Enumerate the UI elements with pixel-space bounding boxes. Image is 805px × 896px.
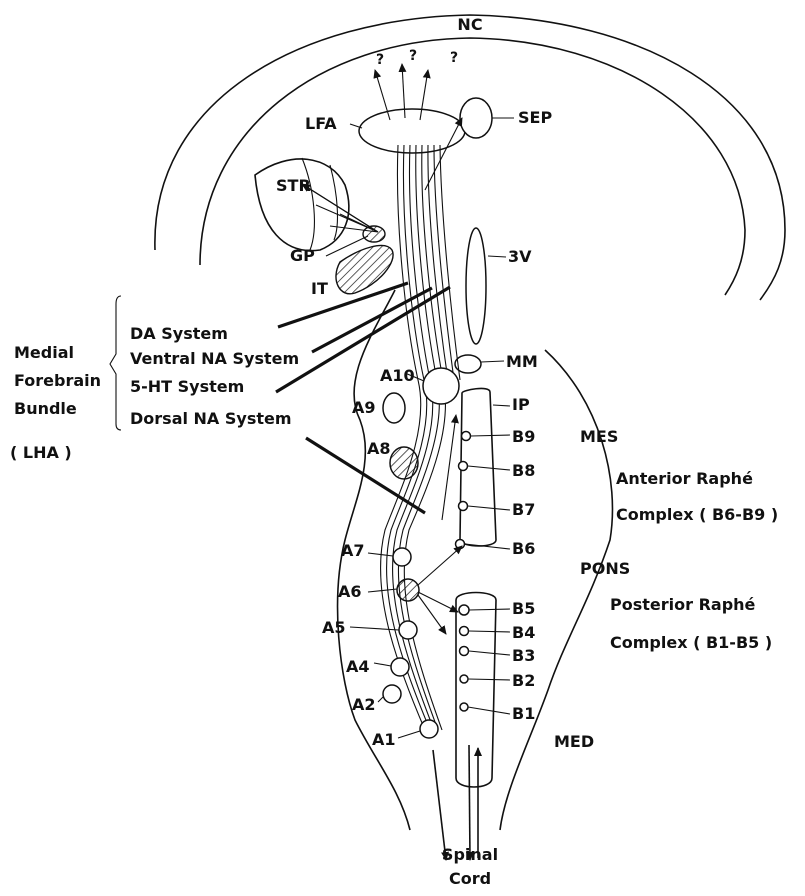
label-mes: MES [580,427,618,446]
label-a6: A6 [338,582,362,601]
label-it: IT [311,279,328,298]
label-ventral-na: Ventral NA System [130,349,299,368]
label-a2: A2 [352,695,376,714]
gp-nucleus [363,226,385,242]
b-group-nuclei [456,432,471,712]
label-b2: B2 [512,671,535,690]
label-mfb-line2: Forebrain [14,371,101,390]
label-posterior-raphe-1: Posterior Raphé [610,595,756,614]
third-ventricle [466,228,486,344]
a10-nucleus [423,368,459,404]
a6-arrow-up [418,546,462,585]
label-b7: B7 [512,500,535,519]
label-b8: B8 [512,461,535,480]
a5-nucleus [399,621,417,639]
label-pons: PONS [580,559,630,578]
raphe-arrow-up [442,415,456,520]
label-anterior-raphe-2: Complex ( B6-B9 ) [616,505,778,524]
label-mfb-line1: Medial [14,343,74,362]
spinal-arrow-down [469,745,470,860]
label-a5: A5 [322,618,346,637]
label-nc: NC [457,15,482,34]
a6-arrow-down2 [418,592,458,612]
a6-arrow-down1 [418,595,446,634]
label-a10: A10 [380,366,415,385]
label-gp: GP [290,246,315,265]
label-b4: B4 [512,623,535,642]
a4-nucleus [391,658,409,676]
label-mm: MM [506,352,538,371]
label-q3: ? [450,50,458,66]
label-sep: SEP [518,108,552,127]
label-med: MED [554,732,594,751]
a6-nucleus [397,579,419,601]
label-a7: A7 [341,541,365,560]
label-3v: 3V [508,247,532,266]
striatum-curves [302,158,337,250]
label-q1: ? [376,52,384,68]
a9-nucleus [383,393,405,423]
label-dorsal-na: Dorsal NA System [130,409,292,428]
label-lha: ( LHA ) [10,443,72,462]
a1-nucleus [420,720,438,738]
label-da-system: DA System [130,324,228,343]
brainstem-right-outline [500,350,612,830]
spinal-arrow-down-left [433,750,446,860]
lfa-region [359,109,465,153]
a2-nucleus [383,685,401,703]
label-b1: B1 [512,704,535,723]
label-5ht: 5-HT System [130,377,244,396]
label-q2: ? [409,48,417,64]
posterior-raphe-complex [456,593,496,788]
mfb-fibers [381,145,460,730]
label-ip: IP [512,395,530,414]
it-nucleus [336,246,393,294]
label-spinal: Spinal [442,845,498,864]
sep-region [460,98,492,138]
label-posterior-raphe-2: Complex ( B1-B5 ) [610,633,772,652]
label-cord: Cord [449,869,491,888]
label-b5: B5 [512,599,535,618]
label-anterior-raphe-1: Anterior Raphé [616,469,753,488]
label-str: STR [276,176,311,195]
label-a8: A8 [367,439,391,458]
label-b6: B6 [512,539,535,558]
label-lfa: LFA [305,114,337,133]
ht-pointer [276,287,450,392]
a8-nucleus [390,447,418,479]
leader-lines [110,118,514,738]
label-a9: A9 [352,398,376,417]
label-b3: B3 [512,646,535,665]
label-a4: A4 [346,657,370,676]
a7-nucleus [393,548,411,566]
label-a1: A1 [372,730,396,749]
label-b9: B9 [512,427,535,446]
label-mfb-line3: Bundle [14,399,77,418]
